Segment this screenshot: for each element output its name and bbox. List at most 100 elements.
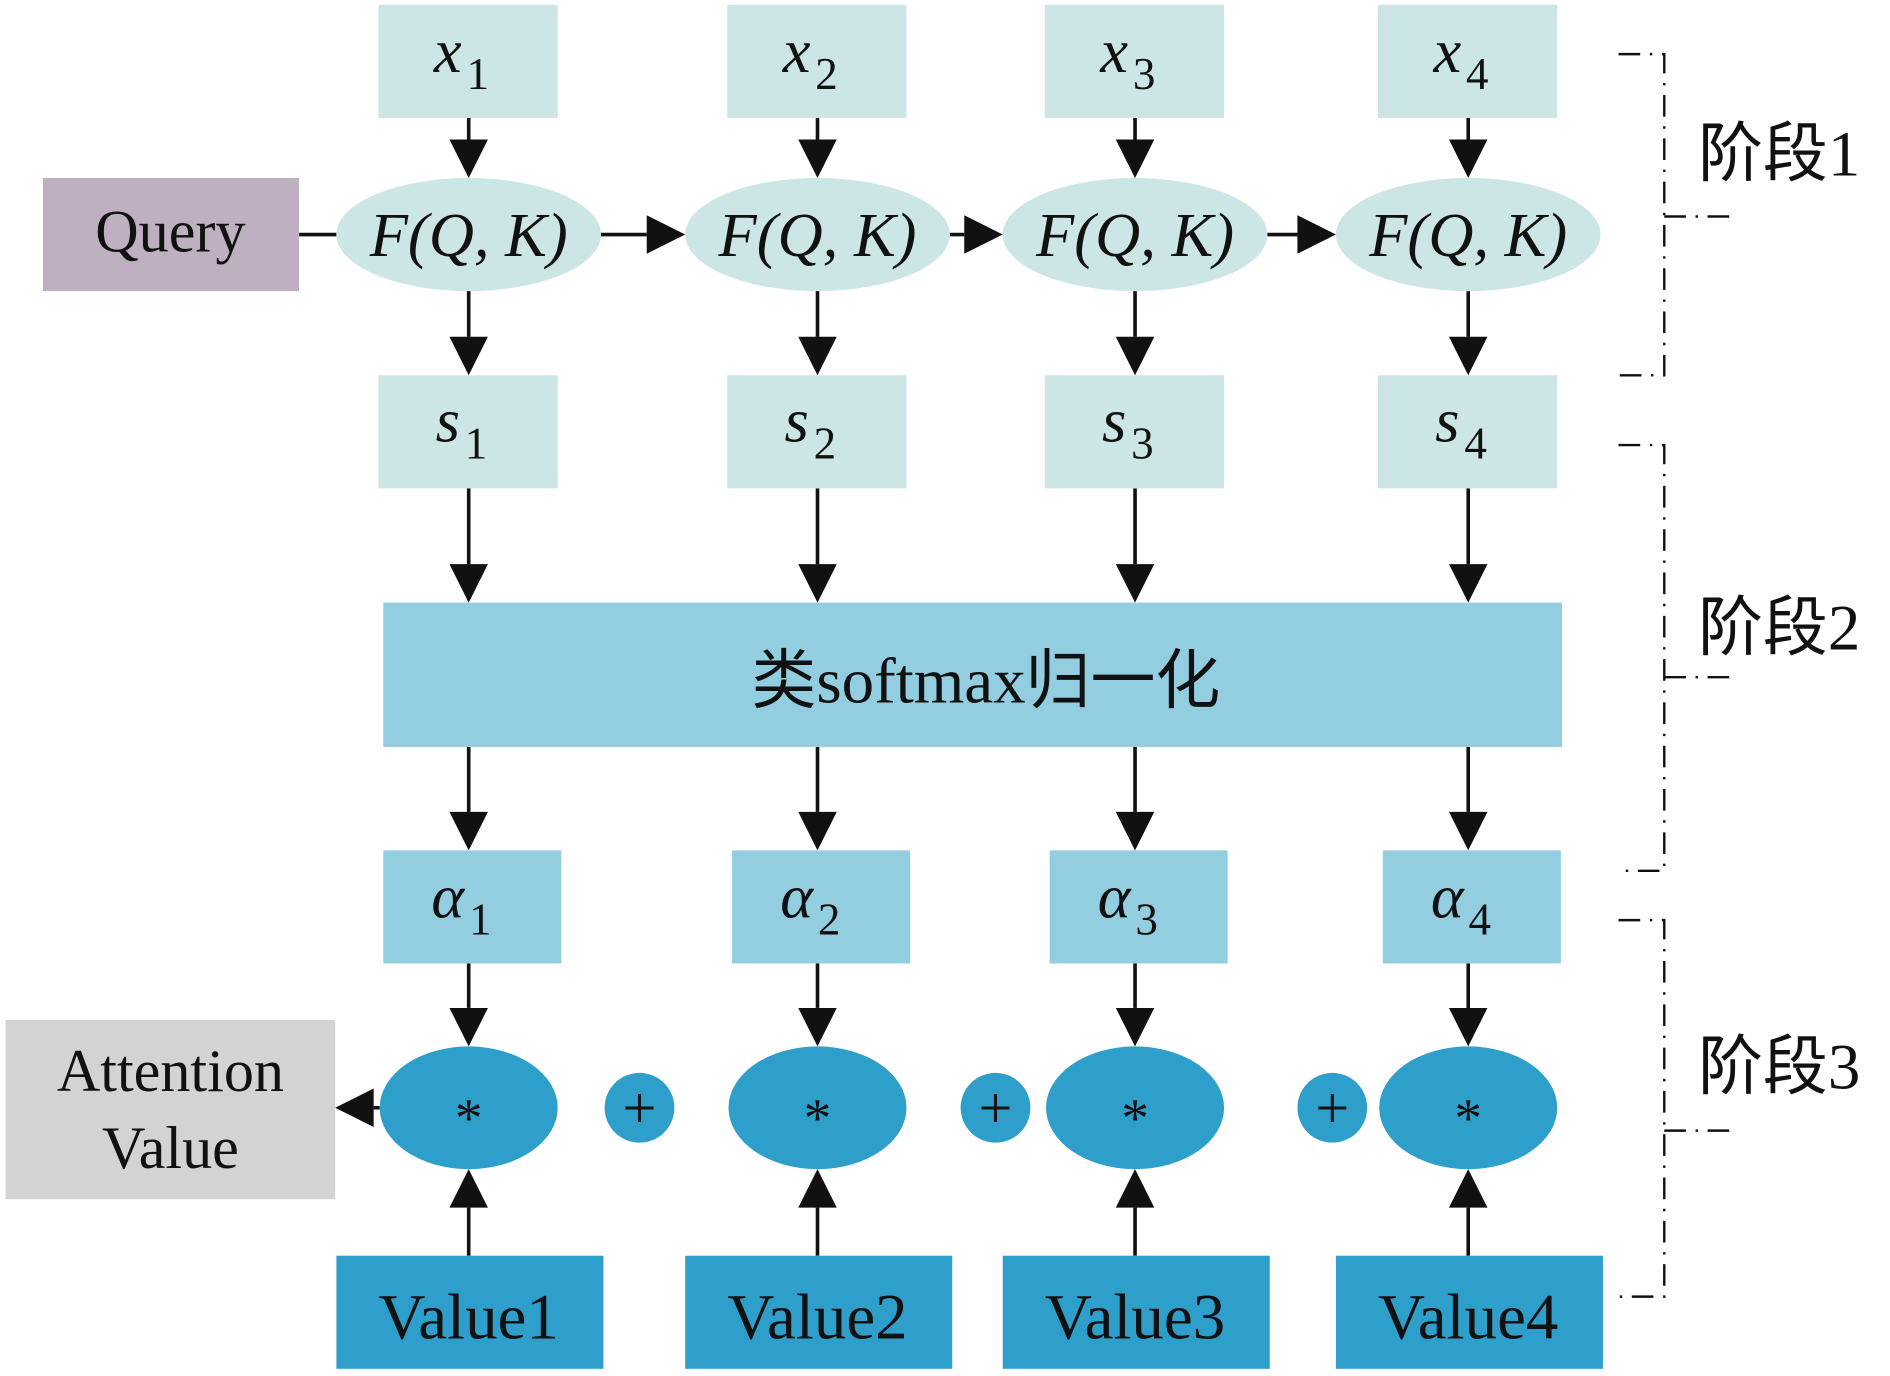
sum-node-3: +	[1297, 1072, 1368, 1143]
attention-label-line2: Value	[102, 1115, 239, 1182]
arrow-value4-to-multiply-head	[1448, 1169, 1488, 1208]
plus-symbol: +	[1315, 1075, 1349, 1142]
score-label-s4-sub: 4	[1464, 418, 1487, 468]
input-label-x3-var: x	[1099, 16, 1128, 86]
arrow-f2-to-s-head	[798, 336, 837, 376]
sum-node-1: +	[604, 1072, 675, 1143]
weight-label-alpha1-sub: 1	[469, 895, 492, 945]
weight-label-alpha3-sub: 3	[1135, 895, 1158, 945]
input-label-x4-var: x	[1432, 16, 1461, 86]
arrow-s2-to-softmax-head	[798, 564, 837, 603]
input-label-x2-sub: 2	[815, 49, 838, 99]
arrow-softmax-to-alpha1-head	[449, 811, 488, 851]
multiply-node-2: *	[728, 1046, 907, 1170]
similarity-function-node-4: F(Q, K)	[1335, 178, 1601, 292]
value-box-3: Value3	[1002, 1255, 1270, 1369]
similarity-function-node-1: F(Q, K)	[336, 178, 601, 292]
similarity-function-label: F(Q, K)	[369, 200, 568, 270]
stage-bracket-2	[1618, 443, 1739, 873]
score-label-s1-sub: 1	[465, 418, 488, 468]
score-label-s2-var: s	[784, 385, 808, 455]
arrow-alpha3-to-multiply-head	[1115, 1007, 1155, 1047]
score-label-s4-var: s	[1435, 385, 1459, 455]
arrow-x4-to-f-head	[1448, 139, 1488, 179]
weight-label-alpha2-var: α	[780, 862, 814, 932]
query-label: Query	[95, 198, 245, 265]
arrow-value1-to-multiply-head	[449, 1169, 488, 1208]
similarity-function-label: F(Q, K)	[1035, 200, 1234, 270]
value-label: Value2	[727, 1282, 907, 1354]
arrow-softmax-to-alpha2-head	[798, 811, 837, 851]
arrow-f3-to-f4-head	[1297, 215, 1336, 254]
arrow-f1-to-s-head	[449, 336, 488, 376]
stage-label-2: 阶段2	[1698, 593, 1860, 665]
value-label: Value1	[379, 1282, 559, 1354]
input-label-x4-sub: 4	[1466, 49, 1489, 99]
arrow-alpha1-to-multiply-head	[449, 1007, 488, 1047]
score-label-s2-sub: 2	[814, 418, 837, 468]
value-box-4: Value4	[1335, 1255, 1603, 1369]
similarity-function-label: F(Q, K)	[718, 200, 917, 270]
stage-label-1: 阶段1	[1698, 119, 1860, 191]
stage-label-3: 阶段3	[1698, 1032, 1860, 1104]
multiply-node-4: *	[1379, 1046, 1558, 1170]
multiply-symbol: *	[1454, 1088, 1482, 1149]
arrow-f2-to-f3-head	[964, 215, 1003, 254]
score-label-s1-var: s	[436, 385, 460, 455]
weight-label-alpha3-var: α	[1098, 862, 1132, 932]
arrow-x3-to-f-head	[1115, 139, 1155, 179]
weight-label-alpha1-var: α	[431, 862, 465, 932]
input-label-x1-sub: 1	[467, 49, 490, 99]
value-label: Value3	[1045, 1282, 1225, 1354]
weight-label-alpha4-sub: 4	[1469, 895, 1492, 945]
arrow-s4-to-softmax-head	[1448, 564, 1488, 603]
plus-symbol: +	[979, 1075, 1013, 1142]
arrow-value3-to-multiply-head	[1115, 1169, 1155, 1208]
multiply-symbol: *	[804, 1088, 832, 1149]
input-label-x1-var: x	[433, 16, 462, 86]
input-label-x3-sub: 3	[1133, 49, 1156, 99]
sum-node-2: +	[960, 1072, 1031, 1143]
query-box: Query	[42, 178, 300, 292]
arrow-softmax-to-alpha4-head	[1448, 811, 1488, 851]
multiply-symbol: *	[455, 1088, 483, 1149]
multiply-node-3: *	[1046, 1046, 1225, 1170]
arrow-x2-to-f-head	[798, 139, 837, 179]
input-label-x2-var: x	[782, 16, 811, 86]
stage-bracket-1	[1618, 52, 1739, 377]
softmax-label: 类softmax归一化	[751, 645, 1220, 717]
stage-bracket-3	[1618, 918, 1739, 1298]
attention-value-box: Attention Value	[5, 1019, 336, 1200]
arrow-alpha4-to-multiply-head	[1448, 1007, 1488, 1047]
multiply-node-1: *	[379, 1046, 558, 1170]
arrow-value2-to-multiply-head	[798, 1169, 837, 1208]
plus-symbol: +	[623, 1075, 657, 1142]
similarity-function-node-3: F(Q, K)	[1002, 178, 1268, 292]
attention-label-line1: Attention	[57, 1038, 284, 1105]
arrow-f3-to-s-head	[1115, 336, 1155, 376]
value-label: Value4	[1378, 1282, 1558, 1354]
